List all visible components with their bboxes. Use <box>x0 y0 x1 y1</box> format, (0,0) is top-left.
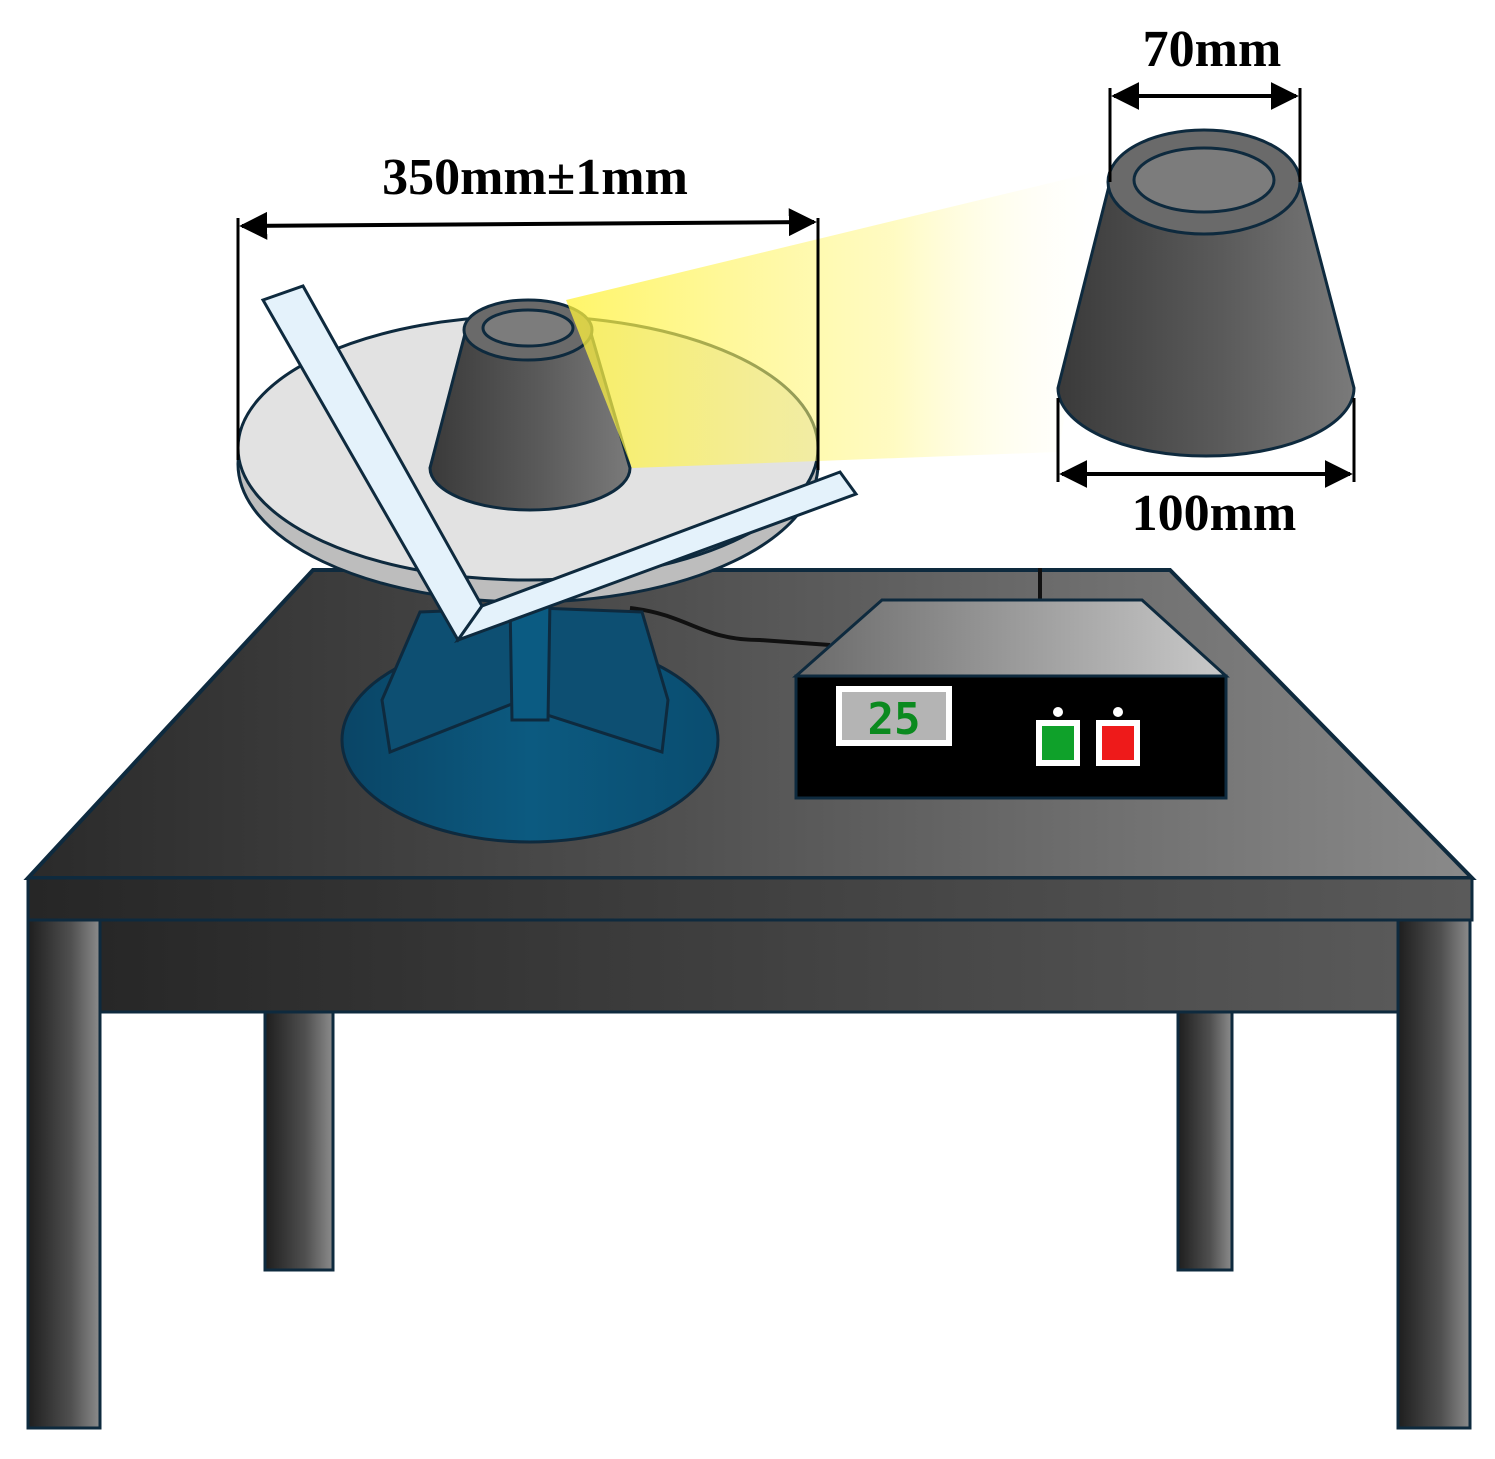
cable-flow-table <box>629 606 831 647</box>
zoom-highlight <box>566 168 1112 468</box>
stop-button[interactable] <box>1102 726 1134 760</box>
stop-indicator-dot <box>1113 707 1123 717</box>
mold-enlarged-body <box>1056 180 1356 458</box>
caliper-arm-horizontal <box>454 470 859 644</box>
start-button[interactable] <box>1042 726 1074 760</box>
counter-display-screen <box>842 692 946 740</box>
dimension-mold-top: 70mm <box>1108 21 1302 182</box>
flow-table-base <box>340 598 720 844</box>
table-apron <box>76 918 1422 1014</box>
table-leg-front-right <box>1396 918 1472 1430</box>
table-leg-front-left <box>26 918 102 1430</box>
table-top <box>23 568 1477 880</box>
table-leg-back-right <box>1176 1006 1234 1272</box>
table <box>23 568 1477 1430</box>
counter-value: 25 <box>868 694 921 745</box>
start-indicator-dot <box>1053 707 1063 717</box>
control-box: 25 <box>792 598 1230 800</box>
dimension-table-diameter: 350mm±1mm <box>236 149 820 470</box>
mold-bottom-diameter-label: 100mm <box>1132 485 1297 542</box>
table-top-edge <box>26 876 1474 922</box>
table-diameter-label: 350mm±1mm <box>382 149 688 206</box>
mold-top-diameter-label: 70mm <box>1143 21 1282 78</box>
mold-opening <box>481 308 575 348</box>
mold-enlarged <box>1056 128 1356 458</box>
mold-body <box>428 328 632 512</box>
mold-enlarged-opening <box>1132 146 1276 214</box>
table-leg-back-left <box>263 1006 335 1272</box>
dimension-mold-bottom: 100mm <box>1056 398 1356 542</box>
dimension-arrow <box>239 208 817 240</box>
caliper-ruler <box>260 284 859 644</box>
mold-on-table <box>428 298 632 512</box>
